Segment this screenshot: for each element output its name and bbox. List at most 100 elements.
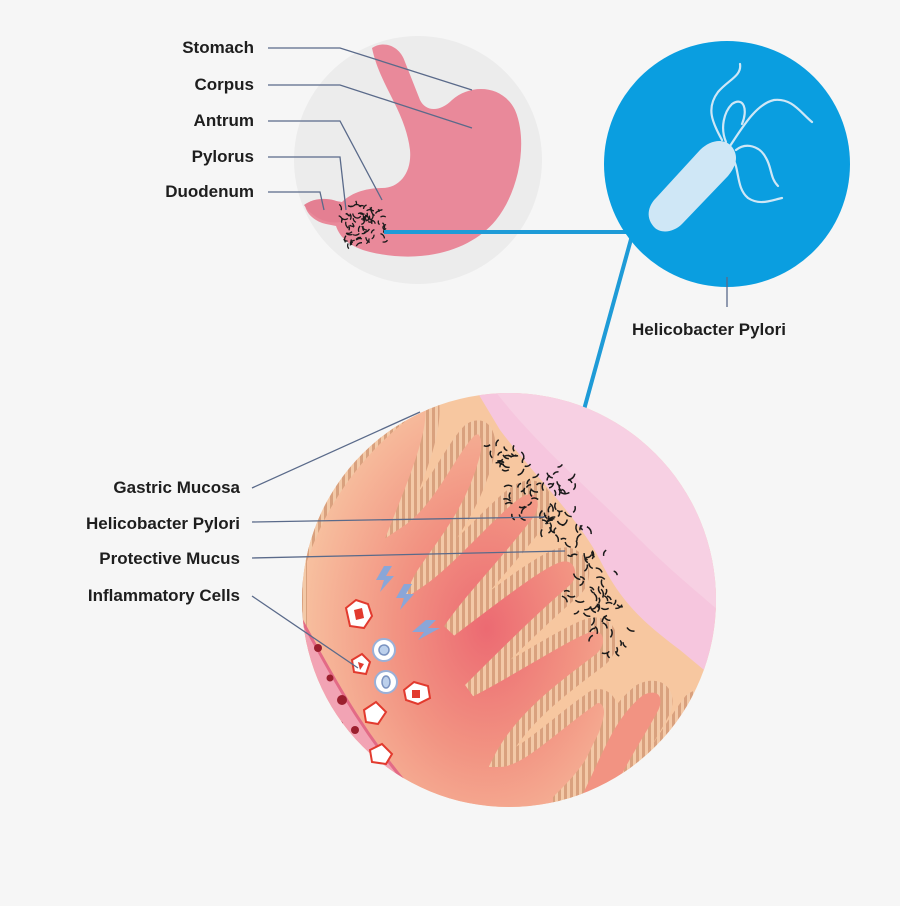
bacterium-squiggle: [601, 614, 608, 623]
bacterium-squiggle: [518, 514, 526, 521]
leader-antrum: [268, 120, 383, 201]
bacterium-squiggle: [579, 580, 585, 587]
bacterium-squiggle: [527, 501, 533, 506]
bacterium-squiggle: [554, 533, 560, 543]
bacterium-squiggle: [600, 607, 610, 611]
signal-bolts: [376, 566, 440, 640]
bacterium-squiggle: [572, 573, 581, 581]
bacterium-squiggle: [489, 450, 493, 459]
bacterium-squiggle: [583, 564, 589, 572]
bacterium-squiggle: [343, 235, 347, 243]
bacterium-squiggle: [345, 221, 349, 229]
bacterium-squiggle: [382, 239, 389, 243]
bacterium-squiggle: [605, 601, 613, 605]
leader-inflammatory-cells: [251, 595, 359, 669]
bacterium-squiggle: [355, 242, 363, 247]
bacterium-squiggle: [365, 237, 371, 244]
bacterium-squiggle: [602, 549, 607, 557]
leader-duodenum: [268, 191, 325, 211]
bacterium-body: [648, 141, 736, 232]
bacterium-squiggle: [499, 461, 503, 468]
bacterium-squiggle: [602, 621, 608, 629]
bacterium-squiggle: [549, 526, 556, 534]
bacterium-squiggle: [548, 528, 552, 534]
bacterium-squiggle: [606, 595, 612, 601]
bacterium-squiggle: [517, 468, 525, 476]
bacterium-squiggle: [374, 210, 380, 214]
bacterium-squiggle: [361, 225, 368, 231]
bacterium-squiggle: [356, 215, 362, 219]
bacterium-squiggle: [594, 626, 599, 635]
bacterium-squiggle: [591, 551, 596, 558]
bacterium-squiggle: [520, 505, 527, 514]
inflammatory-cell: [362, 700, 388, 726]
bacterium-squiggle: [524, 463, 532, 468]
bacterium-squiggle: [567, 554, 573, 557]
bacterium-squiggle: [354, 203, 362, 208]
bacterium-squiggle: [347, 204, 353, 208]
bacterium-squiggle: [563, 589, 571, 593]
bacterium-squiggle: [529, 489, 533, 498]
bacterium-squiggle: [570, 553, 578, 557]
bacterium-squiggle: [358, 212, 365, 215]
bacterium-squiggle: [604, 588, 608, 596]
bacterium-squiggle: [517, 482, 522, 488]
bacterium-squiggle: [532, 473, 540, 479]
bacterium-squiggle: [613, 570, 618, 576]
leader-stomach: [268, 47, 473, 91]
bacterium-squiggle: [371, 219, 376, 224]
bacterium-squiggle: [597, 603, 601, 613]
bacterium-squiggle: [603, 595, 609, 602]
stomach-illustration: [294, 36, 542, 284]
bacterium-squiggle: [370, 210, 375, 217]
bacterium-squiggle: [561, 519, 568, 527]
bacterium-squiggle: [582, 612, 591, 618]
bacterium-squiggle: [352, 213, 358, 219]
label-inflammatory-cells: Inflammatory Cells: [87, 586, 240, 605]
bacterium-squiggle: [503, 498, 512, 502]
bacterium-squiggle: [548, 482, 555, 489]
bacterium-squiggle: [589, 586, 595, 591]
bacterium-squiggle: [612, 599, 617, 606]
bacterium-magnified: [604, 41, 850, 307]
bacterium-squiggle: [591, 550, 595, 560]
bacterium-squiggle: [380, 232, 386, 239]
bacterium-squiggle: [575, 523, 579, 534]
stomach-leader-lines: [268, 47, 473, 211]
bacterium-squiggle: [619, 639, 623, 647]
bacterium-squiggle: [362, 204, 367, 209]
bacterium-squiggle: [576, 533, 582, 541]
bacterium-squiggle: [508, 491, 512, 500]
bacterium-squiggle: [557, 464, 563, 468]
bacterium-squiggle: [573, 610, 580, 615]
bacterium-squiggle: [549, 502, 554, 512]
bacterium-squiggle: [507, 454, 517, 458]
bacterium-squiggle: [369, 207, 375, 212]
leader-pylorus: [268, 156, 347, 211]
bacterium-squiggle: [572, 483, 577, 491]
bacterium-squiggle: [364, 214, 367, 221]
label-gastric-mucosa: Gastric Mucosa: [113, 478, 240, 497]
bacterium-squiggle: [357, 225, 361, 233]
bacterium-squiggle: [380, 215, 387, 218]
bacterium-squiggle: [614, 651, 620, 657]
bacterium-squiggle: [349, 239, 355, 245]
bacterium-squiggle: [352, 218, 357, 223]
bacterium-squiggle: [546, 472, 553, 479]
bacterium-squiggle: [615, 646, 619, 654]
bacterium-squiggle: [585, 554, 593, 559]
bacterium-squiggle: [346, 231, 353, 235]
bacterium-squiggle: [503, 446, 508, 452]
bacterium-squiggle: [626, 627, 635, 632]
bacterium-squiggle: [541, 519, 549, 525]
bacterium-squiggle: [584, 606, 592, 611]
bacterium-squiggle: [495, 439, 500, 447]
label-duodenum: Duodenum: [165, 182, 254, 201]
bacterium-squiggle: [595, 567, 603, 573]
bacterium-squiggle: [497, 451, 503, 456]
bacterium-squiggle: [345, 213, 350, 217]
bacterium-squiggle: [561, 488, 566, 494]
inflammatory-cell: [402, 680, 432, 706]
bacterium-squiggle: [368, 217, 373, 225]
inflammatory-cells: [344, 598, 432, 766]
